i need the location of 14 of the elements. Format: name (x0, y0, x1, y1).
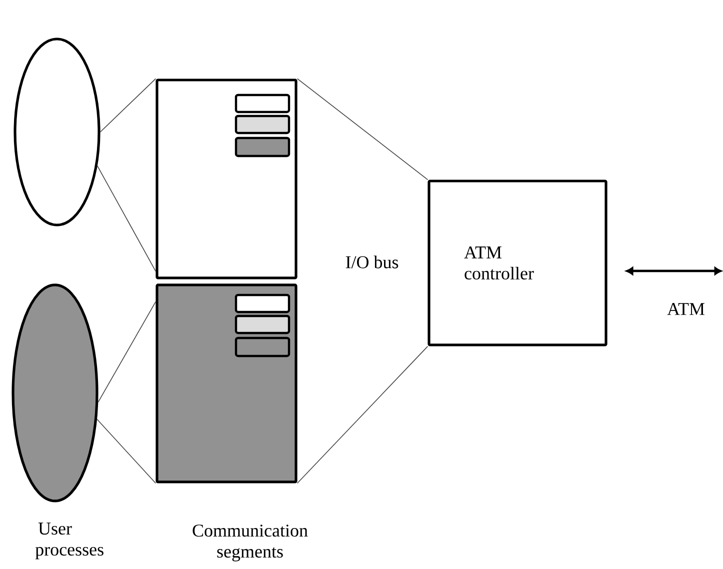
connector-line (100, 78, 156, 132)
connector-line (98, 301, 156, 403)
arrow (626, 267, 722, 275)
edge-label: ATM (666, 302, 706, 316)
process-ellipse (14, 38, 100, 226)
text-label: Communication segments (192, 524, 308, 562)
text-label: I/O bus (346, 256, 398, 268)
text-label: User processes (35, 522, 104, 560)
connector-line (96, 418, 156, 484)
connector-line (296, 78, 428, 180)
connector-line (296, 346, 428, 484)
process-ellipse (12, 284, 98, 502)
controller-box: ATM controller (428, 180, 608, 346)
connector-line (97, 165, 156, 272)
